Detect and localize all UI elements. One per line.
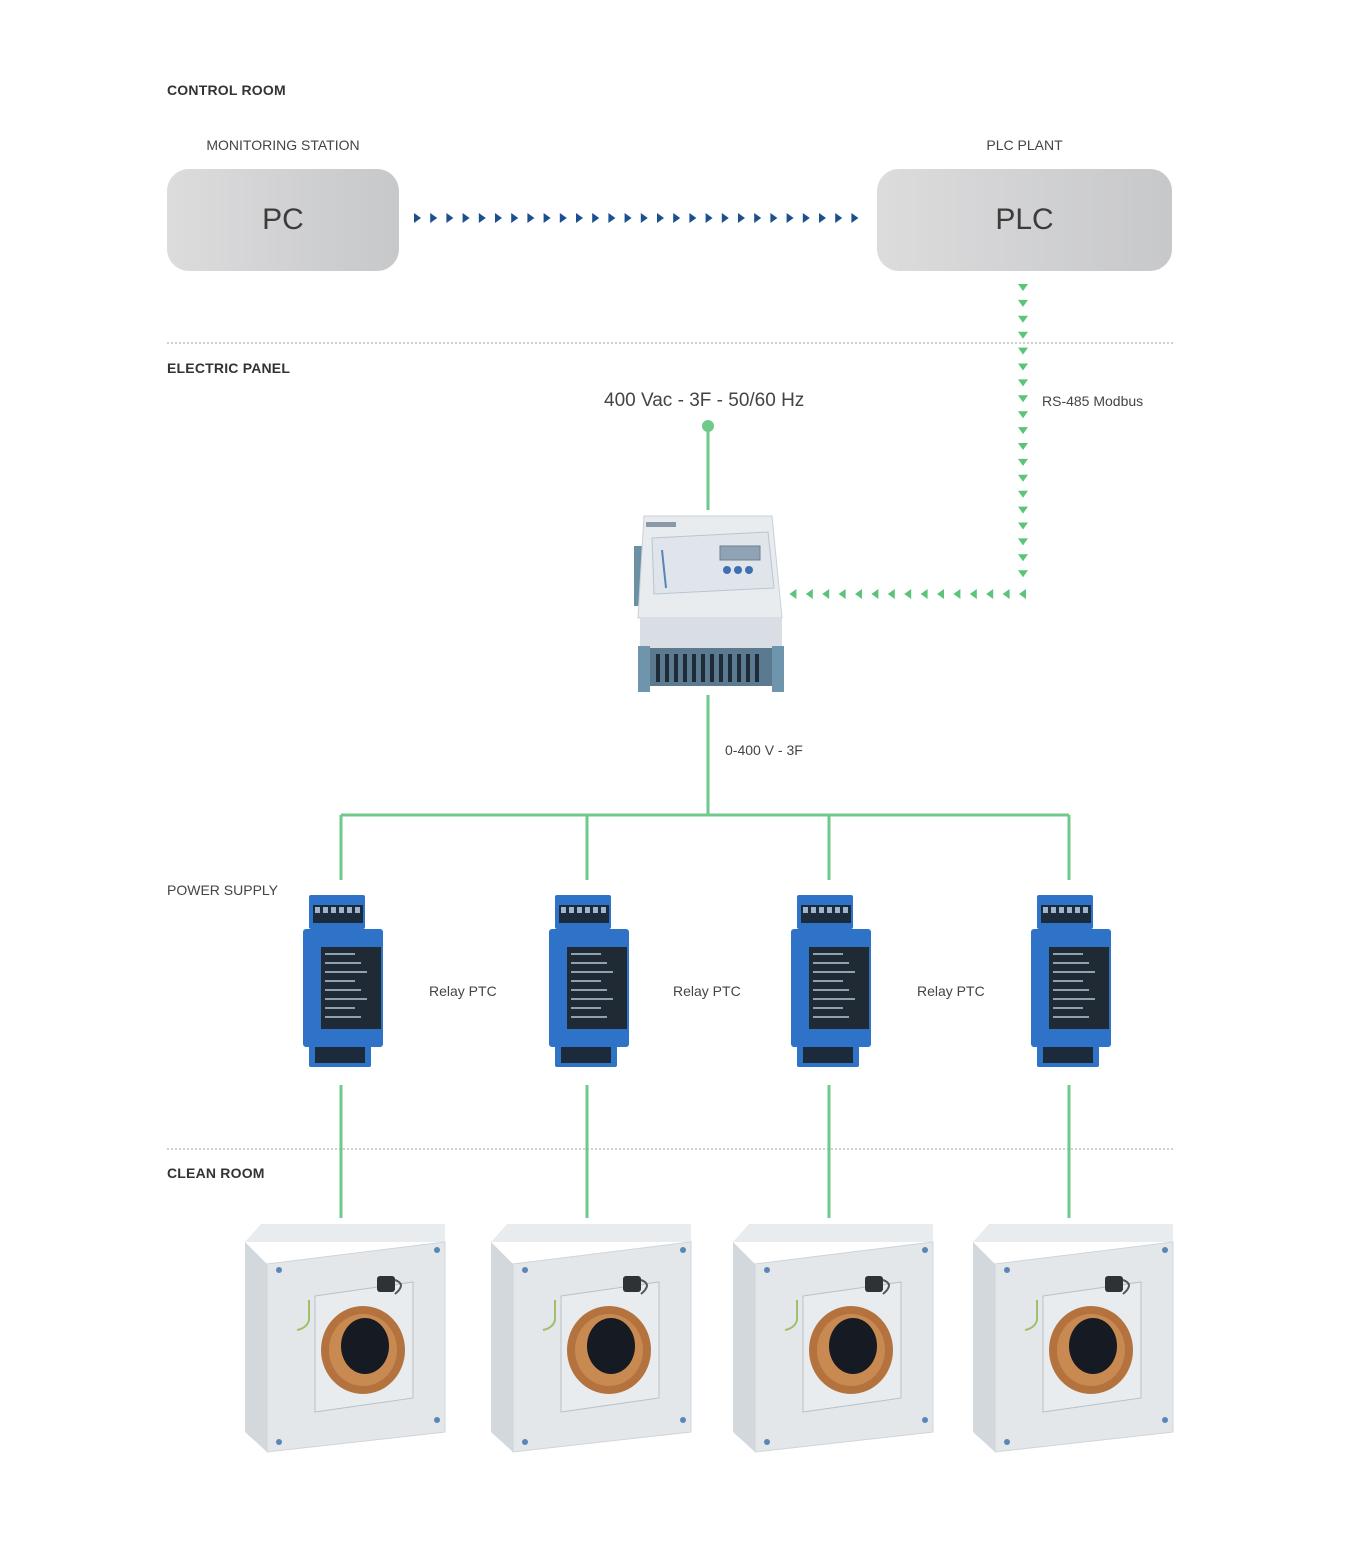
arrow-down-icon bbox=[1018, 570, 1028, 578]
arrow-right-icon bbox=[673, 213, 681, 223]
arrow-right-icon bbox=[559, 213, 567, 223]
pc-label: PC bbox=[262, 203, 304, 236]
arrow-down-icon bbox=[1018, 506, 1028, 514]
power-lines bbox=[339, 420, 1071, 1218]
arrow-down-icon bbox=[1018, 315, 1028, 323]
arrow-down-icon bbox=[1018, 299, 1028, 307]
arrow-left-icon bbox=[805, 589, 813, 599]
output-voltage-label: 0-400 V - 3F bbox=[725, 742, 803, 758]
arrow-right-icon bbox=[592, 213, 600, 223]
section-title-control-room: CONTROL ROOM bbox=[167, 82, 286, 98]
arrow-left-icon bbox=[953, 589, 961, 599]
pc-to-plc-data-link bbox=[414, 213, 859, 223]
plc-caption: PLC PLANT bbox=[986, 137, 1063, 153]
inverter-icon[interactable] bbox=[634, 515, 784, 692]
arrow-down-icon bbox=[1018, 522, 1028, 530]
arrow-down-icon bbox=[1018, 490, 1028, 498]
arrow-left-icon bbox=[789, 589, 797, 599]
divider-supply-clean bbox=[167, 1148, 1173, 1150]
arrow-right-icon bbox=[657, 213, 664, 223]
arrow-down-icon bbox=[1018, 458, 1028, 466]
arrow-right-icon bbox=[446, 213, 454, 223]
arrow-down-icon bbox=[1018, 474, 1028, 482]
arrow-down-icon bbox=[1018, 538, 1028, 546]
relay-ptc-label-2: Relay PTC bbox=[673, 983, 741, 999]
arrow-right-icon bbox=[721, 213, 729, 223]
arrow-left-icon bbox=[1019, 589, 1026, 599]
arrow-right-icon bbox=[478, 213, 486, 223]
arrow-down-icon bbox=[1018, 347, 1028, 355]
arrow-right-icon bbox=[754, 213, 762, 223]
arrow-down-icon bbox=[1018, 443, 1028, 450]
arrow-down-icon bbox=[1018, 331, 1028, 339]
arrow-down-icon bbox=[1018, 379, 1028, 387]
rs485-bus-horizontal bbox=[789, 589, 1026, 599]
arrow-right-icon bbox=[738, 213, 745, 223]
relay-module-icon[interactable] bbox=[1031, 895, 1111, 1067]
arrow-right-icon bbox=[819, 213, 826, 223]
section-title-electric-panel: ELECTRIC PANEL bbox=[167, 360, 291, 376]
arrow-right-icon bbox=[511, 213, 519, 223]
section-title-power-supply: POWER SUPPLY bbox=[167, 882, 278, 898]
arrow-left-icon bbox=[969, 589, 977, 599]
arrow-right-icon bbox=[527, 213, 535, 223]
pc-caption: MONITORING STATION bbox=[206, 137, 360, 153]
relay-module-icon[interactable] bbox=[791, 895, 871, 1067]
arrow-left-icon bbox=[937, 589, 944, 599]
arrow-right-icon bbox=[462, 213, 470, 223]
arrow-right-icon bbox=[640, 213, 648, 223]
arrow-down-icon bbox=[1018, 395, 1028, 403]
arrow-down-icon bbox=[1018, 363, 1028, 371]
arrow-left-icon bbox=[904, 589, 912, 599]
arrow-left-icon bbox=[855, 589, 862, 599]
supply-voltage-label: 400 Vac - 3F - 50/60 Hz bbox=[604, 390, 805, 411]
arrow-right-icon bbox=[705, 213, 713, 223]
arrow-left-icon bbox=[822, 589, 830, 599]
arrow-right-icon bbox=[786, 213, 794, 223]
arrow-right-icon bbox=[624, 213, 632, 223]
fan-filter-unit-icon[interactable] bbox=[245, 1224, 446, 1453]
relay-module-icon[interactable] bbox=[303, 895, 383, 1067]
arrow-right-icon bbox=[851, 213, 859, 223]
arrow-right-icon bbox=[543, 213, 551, 223]
pc-node[interactable]: PC bbox=[167, 169, 399, 271]
arrow-down-icon bbox=[1018, 284, 1028, 291]
arrow-down-icon bbox=[1018, 411, 1028, 419]
relay-ptc-label-1: Relay PTC bbox=[429, 983, 497, 999]
arrow-right-icon bbox=[608, 213, 616, 223]
relay-module-icon[interactable] bbox=[549, 895, 629, 1067]
arrow-left-icon bbox=[887, 589, 895, 599]
arrow-right-icon bbox=[495, 213, 502, 223]
plc-label: PLC bbox=[995, 203, 1054, 236]
arrow-right-icon bbox=[689, 213, 697, 223]
fan-filter-unit-icon[interactable] bbox=[733, 1224, 934, 1453]
plc-node[interactable]: PLC bbox=[877, 169, 1172, 271]
arrow-right-icon bbox=[430, 213, 438, 223]
section-title-clean-room: CLEAN ROOM bbox=[167, 1165, 265, 1181]
arrow-down-icon bbox=[1018, 427, 1028, 435]
arrow-right-icon bbox=[770, 213, 778, 223]
arrow-right-icon bbox=[414, 213, 421, 223]
arrow-right-icon bbox=[802, 213, 810, 223]
arrow-right-icon bbox=[576, 213, 583, 223]
arrow-left-icon bbox=[986, 589, 994, 599]
arrow-right-icon bbox=[835, 213, 843, 223]
rs485-bus-vertical bbox=[1018, 284, 1028, 578]
arrow-down-icon bbox=[1018, 554, 1028, 562]
fan-filter-unit-icon[interactable] bbox=[973, 1224, 1174, 1453]
fan-filter-unit-icon[interactable] bbox=[491, 1224, 692, 1453]
arrow-left-icon bbox=[920, 589, 928, 599]
arrow-left-icon bbox=[1002, 589, 1010, 599]
rs485-label: RS-485 Modbus bbox=[1042, 393, 1144, 409]
arrow-left-icon bbox=[838, 589, 846, 599]
relay-ptc-label-3: Relay PTC bbox=[917, 983, 985, 999]
arrow-left-icon bbox=[871, 589, 879, 599]
divider-control-electric bbox=[167, 342, 1173, 344]
